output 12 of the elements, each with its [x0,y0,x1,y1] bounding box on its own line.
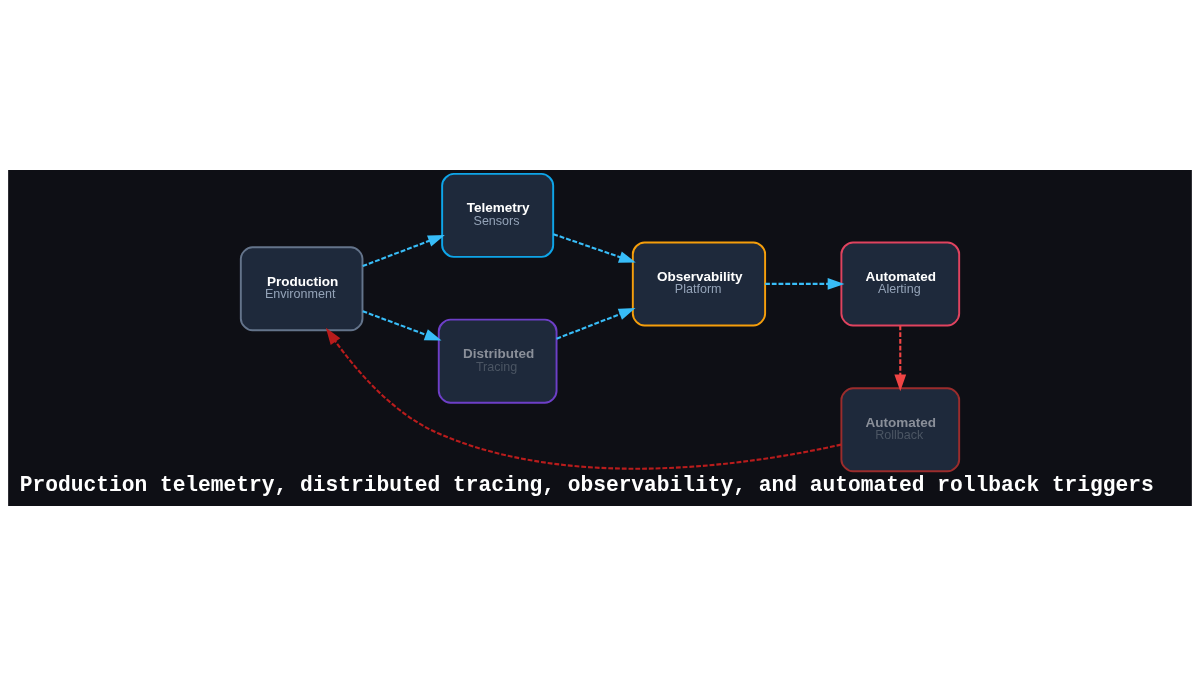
arrow [765,277,845,290]
node-box: Automated Alerting [840,240,961,326]
arrow [362,234,445,267]
node-box: Observability Platform [631,240,767,326]
arrow [894,324,907,391]
arrow [362,309,442,341]
arrow [325,327,842,470]
node-box: Production Environment [239,245,364,331]
arrow [556,307,636,340]
arrow [553,232,636,263]
node-box: Telemetry Sensors [441,172,555,258]
diagram-title: Production telemetry, distributed tracing, observability, and automated rollback triggers [19,472,1154,497]
